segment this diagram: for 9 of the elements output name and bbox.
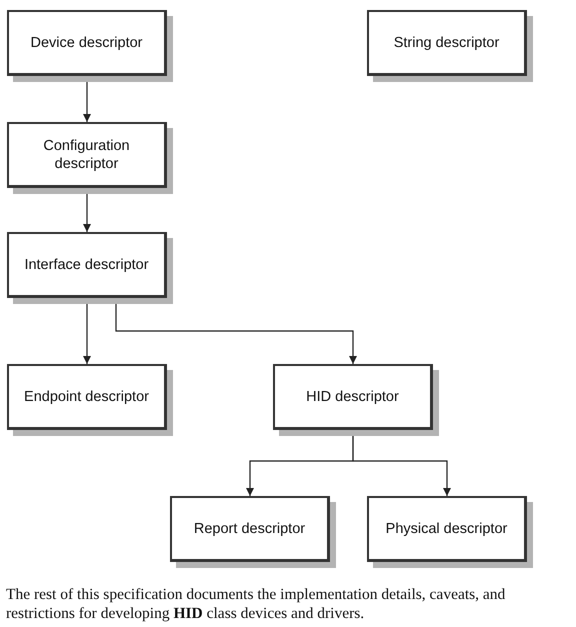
box-label: Configuration descriptor	[42, 136, 131, 172]
box-label: String descriptor	[392, 34, 500, 52]
box-label: HID descriptor	[305, 388, 400, 406]
box-label: Endpoint descriptor	[23, 388, 150, 406]
caption: The rest of this specification documents the implementation details, caveats, and restrictions for developing HID class devices and drivers.	[6, 585, 506, 623]
box-label: Device descriptor	[29, 34, 144, 52]
box-label: Report descriptor	[192, 520, 306, 538]
box-label: Interface descriptor	[23, 256, 150, 274]
box-label: Physical descriptor	[384, 520, 508, 538]
